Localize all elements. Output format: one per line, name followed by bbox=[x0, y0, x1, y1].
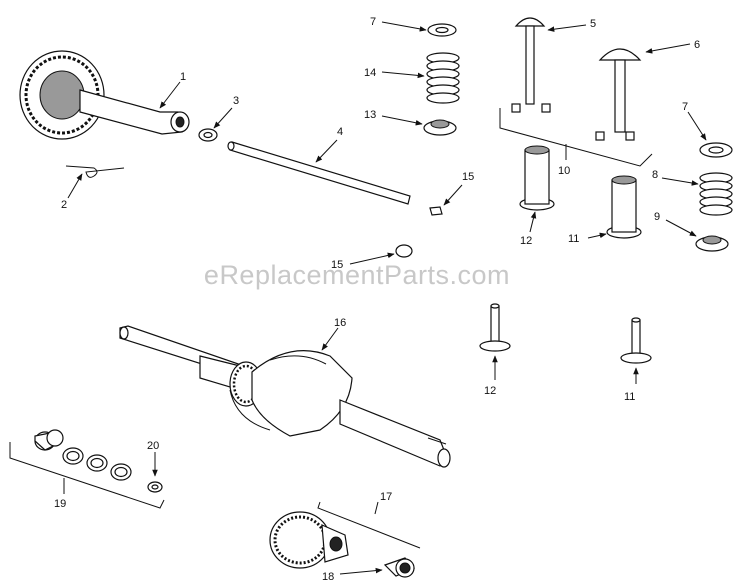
key-part-15a[interactable] bbox=[429, 206, 443, 216]
callout-6[interactable]: 6 bbox=[694, 39, 700, 51]
callout-15a[interactable]: 15 bbox=[462, 171, 474, 183]
key-part-15b[interactable] bbox=[395, 244, 413, 258]
tappet-part-11b[interactable] bbox=[620, 317, 652, 364]
retainer-part-7b[interactable] bbox=[699, 142, 733, 158]
watermark: eReplacementParts.com bbox=[204, 260, 510, 290]
callout-3[interactable]: 3 bbox=[233, 95, 239, 107]
leader-7a bbox=[381, 21, 427, 32]
callout-19[interactable]: 19 bbox=[54, 498, 66, 510]
bushing-part-18[interactable] bbox=[383, 557, 415, 578]
callout-20[interactable]: 20 bbox=[147, 440, 159, 452]
bracket-10 bbox=[499, 108, 653, 167]
bracket-19 bbox=[9, 442, 165, 509]
callout-7b[interactable]: 7 bbox=[682, 101, 688, 113]
callout-14[interactable]: 14 bbox=[364, 67, 376, 79]
leader-2 bbox=[67, 173, 83, 199]
callout-2[interactable]: 2 bbox=[61, 199, 67, 211]
leader-12a bbox=[529, 211, 537, 233]
leader-4 bbox=[315, 139, 338, 163]
tappet-part-12b[interactable] bbox=[479, 303, 511, 352]
leader-1 bbox=[159, 81, 181, 109]
bracket-17 bbox=[317, 501, 421, 549]
spring-clip-part[interactable] bbox=[65, 165, 125, 178]
spring-cup-part-9[interactable] bbox=[695, 235, 729, 252]
callout-10[interactable]: 10 bbox=[558, 165, 570, 177]
callout-8[interactable]: 8 bbox=[652, 169, 658, 181]
callout-13[interactable]: 13 bbox=[364, 109, 376, 121]
callout-17[interactable]: 17 bbox=[380, 491, 392, 503]
callout-1[interactable]: 1 bbox=[180, 71, 186, 83]
valve-spring-part-8[interactable] bbox=[699, 172, 733, 216]
leader-18 bbox=[339, 567, 383, 575]
callout-12a[interactable]: 12 bbox=[520, 235, 532, 247]
callout-11a[interactable]: 11 bbox=[568, 233, 579, 245]
tappet-part-12a[interactable] bbox=[519, 145, 555, 211]
callout-9[interactable]: 9 bbox=[654, 211, 660, 223]
leader-15a bbox=[443, 184, 463, 206]
washer-part[interactable] bbox=[198, 128, 218, 142]
callout-5[interactable]: 5 bbox=[590, 18, 596, 30]
keeper-set-part-10[interactable] bbox=[511, 103, 635, 141]
crankshaft-part[interactable] bbox=[119, 325, 451, 468]
leader-9 bbox=[665, 219, 697, 237]
spring-cup-part-13[interactable] bbox=[423, 119, 457, 136]
leader-8 bbox=[661, 177, 699, 186]
valve-part-5[interactable] bbox=[514, 17, 546, 105]
callout-16[interactable]: 16 bbox=[334, 317, 346, 329]
retainer-part-7a[interactable] bbox=[427, 23, 457, 37]
gear-part-17[interactable] bbox=[269, 511, 349, 569]
shaft-rod-part[interactable] bbox=[227, 141, 411, 205]
callout-4[interactable]: 4 bbox=[337, 126, 343, 138]
callout-12b[interactable]: 12 bbox=[484, 385, 496, 397]
leader-11a bbox=[587, 232, 607, 239]
valve-part-6[interactable] bbox=[598, 48, 642, 133]
callout-15b[interactable]: 15 bbox=[331, 259, 343, 271]
callout-7a[interactable]: 7 bbox=[370, 16, 376, 28]
washer-part-20[interactable] bbox=[147, 481, 163, 493]
camshaft-part[interactable] bbox=[19, 50, 190, 140]
leader-16 bbox=[321, 327, 339, 351]
leader-3 bbox=[213, 107, 233, 129]
leader-6 bbox=[645, 43, 691, 54]
leader-17 bbox=[374, 501, 379, 515]
leader-5 bbox=[547, 24, 587, 32]
tappet-part-11a[interactable] bbox=[606, 175, 642, 239]
leader-15b bbox=[349, 252, 395, 265]
leader-7b bbox=[687, 111, 707, 141]
callout-11b[interactable]: 11 bbox=[624, 391, 635, 403]
valve-spring-part-14[interactable] bbox=[426, 52, 460, 104]
leader-14 bbox=[381, 71, 425, 79]
bushing-set-part-19[interactable] bbox=[34, 429, 132, 481]
callout-18[interactable]: 18 bbox=[322, 571, 334, 583]
leader-13 bbox=[381, 115, 423, 126]
